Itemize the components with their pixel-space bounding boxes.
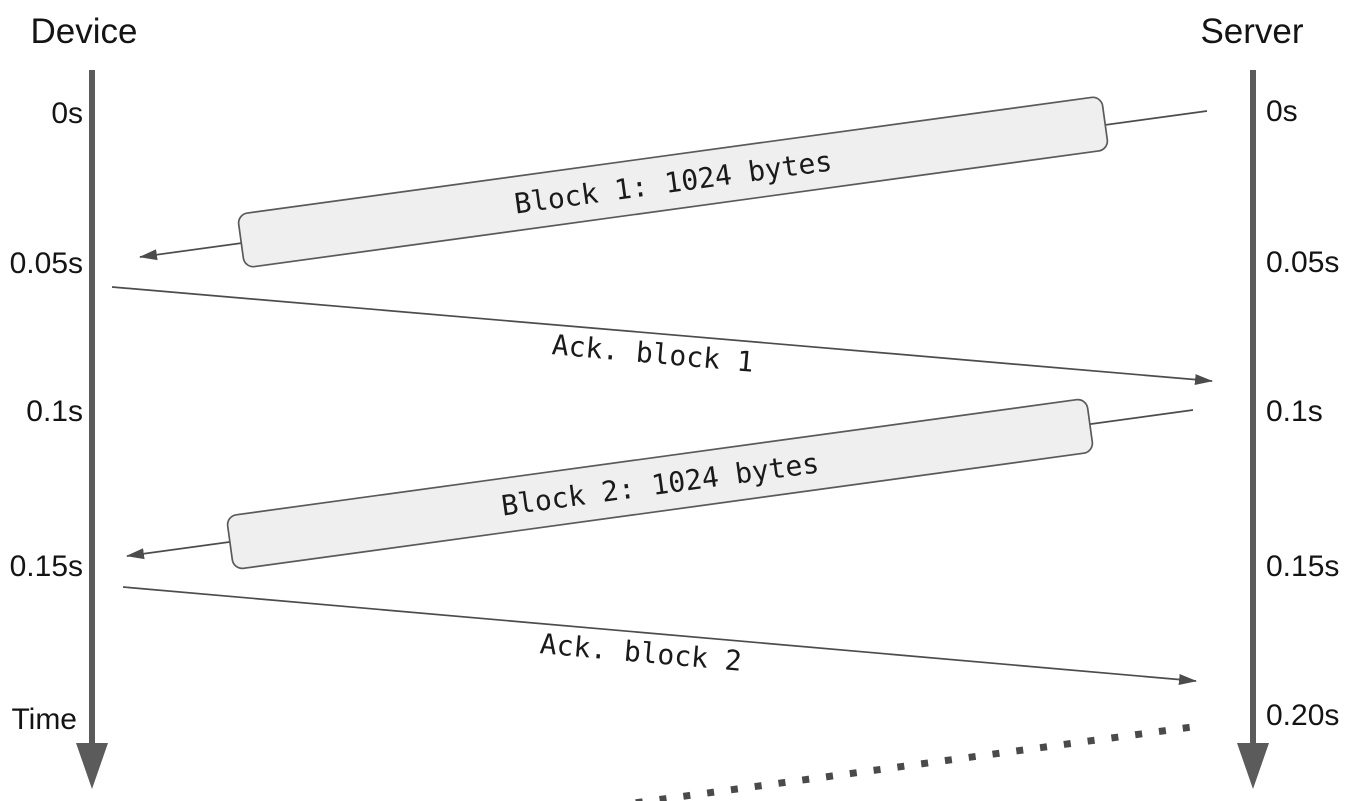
device-lane-title: Device — [31, 12, 138, 51]
server-tick-0-15s: 0.15s — [1266, 550, 1339, 583]
ack2-label: Ack. block 2 — [539, 627, 743, 678]
block2-box — [226, 398, 1094, 570]
device-timeline-arrowhead — [76, 743, 108, 789]
server-lane: Server 0s 0.05s 0.1s 0.15s 0.20s — [1200, 12, 1339, 789]
ack1-arrow — [111, 286, 1213, 386]
server-tick-0-05s: 0.05s — [1266, 246, 1339, 279]
block2-box-group: Block 2: 1024 bytes — [226, 398, 1094, 570]
message-block2: Block 2: 1024 bytes — [126, 398, 1194, 570]
server-tick-0-20s: 0.20s — [1266, 699, 1339, 732]
ack1-label: Ack. block 1 — [551, 328, 755, 379]
server-lane-title: Server — [1200, 12, 1303, 51]
continuation-dotted-line — [622, 723, 1193, 801]
message-block1: Block 1: 1024 bytes — [139, 96, 1208, 268]
device-tick-0-1s: 0.1s — [26, 395, 83, 428]
server-tick-0s: 0s — [1266, 95, 1298, 128]
time-axis-label: Time — [11, 703, 77, 736]
block1-box-group: Block 1: 1024 bytes — [237, 96, 1109, 268]
server-tick-0-1s: 0.1s — [1266, 395, 1323, 428]
device-tick-0-05s: 0.05s — [10, 247, 83, 280]
message-ack1: Ack. block 1 — [111, 286, 1213, 386]
device-tick-0s: 0s — [51, 97, 83, 130]
message-ack2: Ack. block 2 — [122, 586, 1197, 685]
block1-box — [237, 96, 1109, 268]
server-timeline-arrowhead — [1237, 743, 1269, 789]
ack2-arrow — [122, 586, 1197, 685]
device-lane: Device 0s 0.05s 0.1s 0.15s Time — [10, 12, 138, 789]
device-tick-0-15s: 0.15s — [10, 550, 83, 583]
